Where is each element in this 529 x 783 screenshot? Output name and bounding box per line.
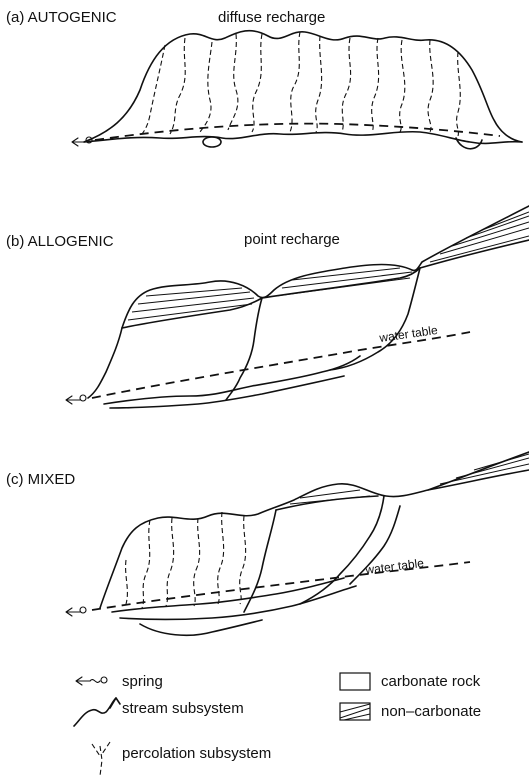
legend-carbonate-label: carbonate rock: [381, 673, 481, 690]
non-carbonate-hatch: [300, 490, 360, 498]
percolation-path: [290, 32, 300, 132]
panel-autogenic: (a) AUTOGENIC diffuse recharge: [6, 9, 522, 149]
allogenic-spring-arrow: [66, 396, 80, 404]
allogenic-caprock-top: [122, 206, 529, 328]
non-carbonate-hatch: [290, 496, 370, 504]
percolation-path: [142, 45, 165, 134]
autogenic-cave-pocket: [203, 137, 221, 147]
legend-percolation-label: percolation subsystem: [122, 745, 271, 762]
non-carbonate-hatch: [132, 298, 254, 312]
percolation-path: [126, 560, 128, 604]
percolation-path: [252, 34, 262, 132]
panel-b-recharge-label: point recharge: [244, 231, 340, 248]
legend-spring: spring: [76, 673, 163, 690]
non-carbonate-hatch: [474, 454, 529, 470]
spring-icon: [101, 677, 107, 683]
legend-spring-label: spring: [122, 673, 163, 690]
percolation-path: [170, 38, 185, 134]
panel-b-title: (b) ALLOGENIC: [6, 233, 114, 250]
percolation-path: [228, 34, 238, 130]
percolation-path: [400, 40, 405, 132]
non-carbonate-hatch: [466, 216, 529, 238]
legend-stream: stream subsystem: [74, 698, 244, 726]
allogenic-spring-icon: [80, 395, 86, 401]
percolation-path: [428, 40, 433, 132]
legend-stream-label: stream subsystem: [122, 700, 244, 717]
legend: spring stream subsystem percolation subs…: [74, 673, 481, 776]
percolation-path: [316, 36, 322, 132]
percolation-path: [342, 38, 351, 132]
carbonate-rock-swatch: [340, 673, 370, 690]
percolation-path: [240, 516, 246, 604]
allogenic-carbonate-outline: [88, 328, 122, 398]
legend-percolation: percolation subsystem: [92, 742, 271, 776]
percolation-path: [194, 518, 200, 606]
allogenic-caprock-base: [122, 240, 529, 328]
percolation-branch-icon: [102, 742, 110, 754]
spring-squiggle-icon: [90, 680, 100, 683]
mixed-stream-conduit: [300, 496, 384, 604]
percolation-branch-icon: [92, 744, 100, 756]
legend-non-carbonate: non–carbonate: [340, 703, 481, 720]
non-carbonate-hatch: [456, 458, 529, 478]
non-carbonate-hatch: [128, 304, 252, 320]
mixed-spring-arrow: [66, 608, 80, 616]
mixed-cave-conduit: [112, 578, 344, 612]
legend-carbonate: carbonate rock: [340, 673, 481, 690]
percolation-subsystem-icon: [100, 746, 102, 776]
non-carbonate-hatch: [482, 212, 529, 230]
panel-allogenic: (b) ALLOGENIC point recharge w: [6, 206, 529, 408]
percolation-path: [457, 52, 461, 136]
stream-subsystem-icon: [74, 698, 116, 726]
mixed-spring-icon: [80, 607, 86, 613]
allogenic-cave-conduit: [104, 356, 360, 404]
allogenic-stream-conduit: [330, 268, 420, 370]
panel-a-recharge-label: diffuse recharge: [218, 9, 325, 26]
panel-mixed: (c) MIXED water table: [6, 452, 529, 635]
mixed-cave-pocket: [140, 620, 262, 635]
panel-a-title: (a) AUTOGENIC: [6, 9, 117, 26]
panel-c-title: (c) MIXED: [6, 471, 75, 488]
autogenic-spring-arrow: [72, 138, 86, 146]
non-carbonate-hatch: [138, 292, 250, 304]
allogenic-water-table: [92, 332, 470, 398]
spring-arrow-icon: [76, 677, 90, 685]
percolation-path: [218, 512, 224, 604]
legend-non-carbonate-label: non–carbonate: [381, 703, 481, 720]
percolation-path: [142, 520, 150, 608]
autogenic-hill-outline: [84, 31, 522, 142]
percolation-path: [372, 38, 379, 132]
percolation-path: [166, 518, 174, 606]
percolation-path: [200, 42, 212, 132]
